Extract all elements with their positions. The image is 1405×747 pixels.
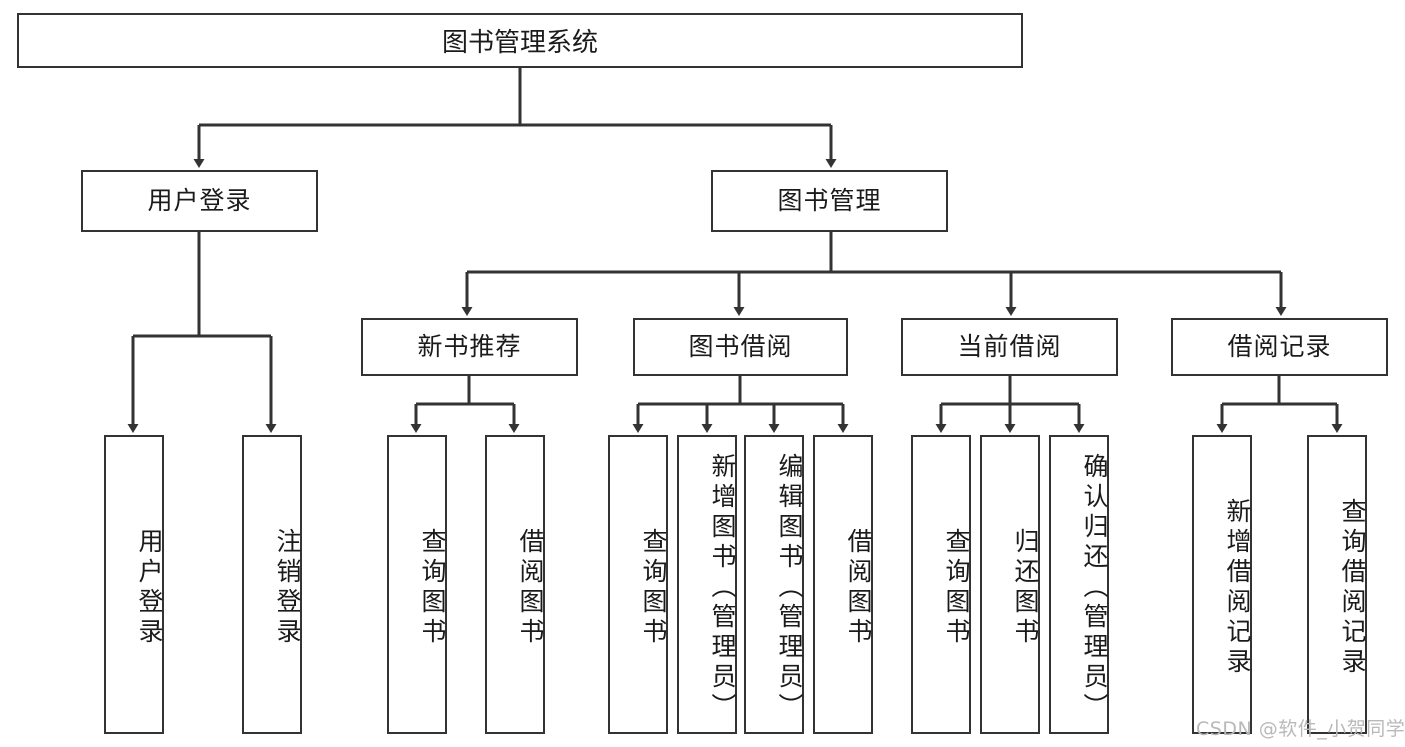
node-leaf-logout[interactable]: 注销登录 [242, 435, 302, 734]
node-label: 借阅图书 [516, 527, 545, 648]
node-leaf-add-book-admin[interactable]: 新增图书（管理员） [677, 435, 737, 734]
node-label: 查询图书 [418, 527, 447, 648]
node-leaf-borrow-book[interactable]: 借阅图书 [813, 435, 873, 734]
node-book-management[interactable]: 图书管理 [711, 170, 948, 232]
node-label: 编辑图书（管理员） [775, 452, 804, 723]
node-label: 查询借阅记录 [1338, 497, 1367, 678]
node-label: 新增借阅记录 [1223, 497, 1252, 678]
node-new-book-recommend[interactable]: 新书推荐 [361, 318, 578, 376]
node-label: 新书推荐 [417, 332, 522, 362]
node-label: 用户登录 [147, 186, 252, 216]
node-leaf-query-borrow-record[interactable]: 查询借阅记录 [1307, 435, 1367, 734]
node-label: 确认归还（管理员） [1080, 452, 1109, 723]
node-label: 借阅记录 [1227, 332, 1332, 362]
node-leaf-query-book-borrow[interactable]: 查询图书 [608, 435, 668, 734]
node-book-borrow[interactable]: 图书借阅 [633, 318, 848, 376]
node-label: 归还图书 [1011, 527, 1040, 648]
node-leaf-add-borrow-record[interactable]: 新增借阅记录 [1192, 435, 1252, 734]
node-label: 图书管理 [777, 186, 882, 216]
node-label: 注销登录 [273, 527, 302, 648]
node-label: 查询图书 [942, 527, 971, 648]
node-label: 图书管理系统 [441, 28, 598, 58]
node-leaf-query-book-recommend[interactable]: 查询图书 [387, 435, 447, 734]
node-label: 查询图书 [639, 527, 668, 648]
node-leaf-confirm-return-admin[interactable]: 确认归还（管理员） [1049, 435, 1109, 734]
node-label: 图书借阅 [688, 332, 793, 362]
node-label: 用户登录 [135, 527, 164, 648]
node-leaf-return-book[interactable]: 归还图书 [980, 435, 1040, 734]
node-borrow-record[interactable]: 借阅记录 [1171, 318, 1388, 376]
node-root-book-management-system[interactable]: 图书管理系统 [17, 13, 1023, 68]
node-label: 借阅图书 [844, 527, 873, 648]
node-leaf-borrow-book-recommend[interactable]: 借阅图书 [485, 435, 545, 734]
node-current-borrow[interactable]: 当前借阅 [901, 318, 1118, 376]
node-label: 当前借阅 [957, 332, 1062, 362]
csdn-watermark: CSDN @软件_小贺同学 [1196, 718, 1405, 740]
node-leaf-user-login[interactable]: 用户登录 [104, 435, 164, 734]
node-label: 新增图书（管理员） [708, 452, 737, 723]
node-user-login[interactable]: 用户登录 [81, 170, 318, 232]
node-leaf-edit-book-admin[interactable]: 编辑图书（管理员） [744, 435, 804, 734]
node-leaf-query-book-current[interactable]: 查询图书 [911, 435, 971, 734]
